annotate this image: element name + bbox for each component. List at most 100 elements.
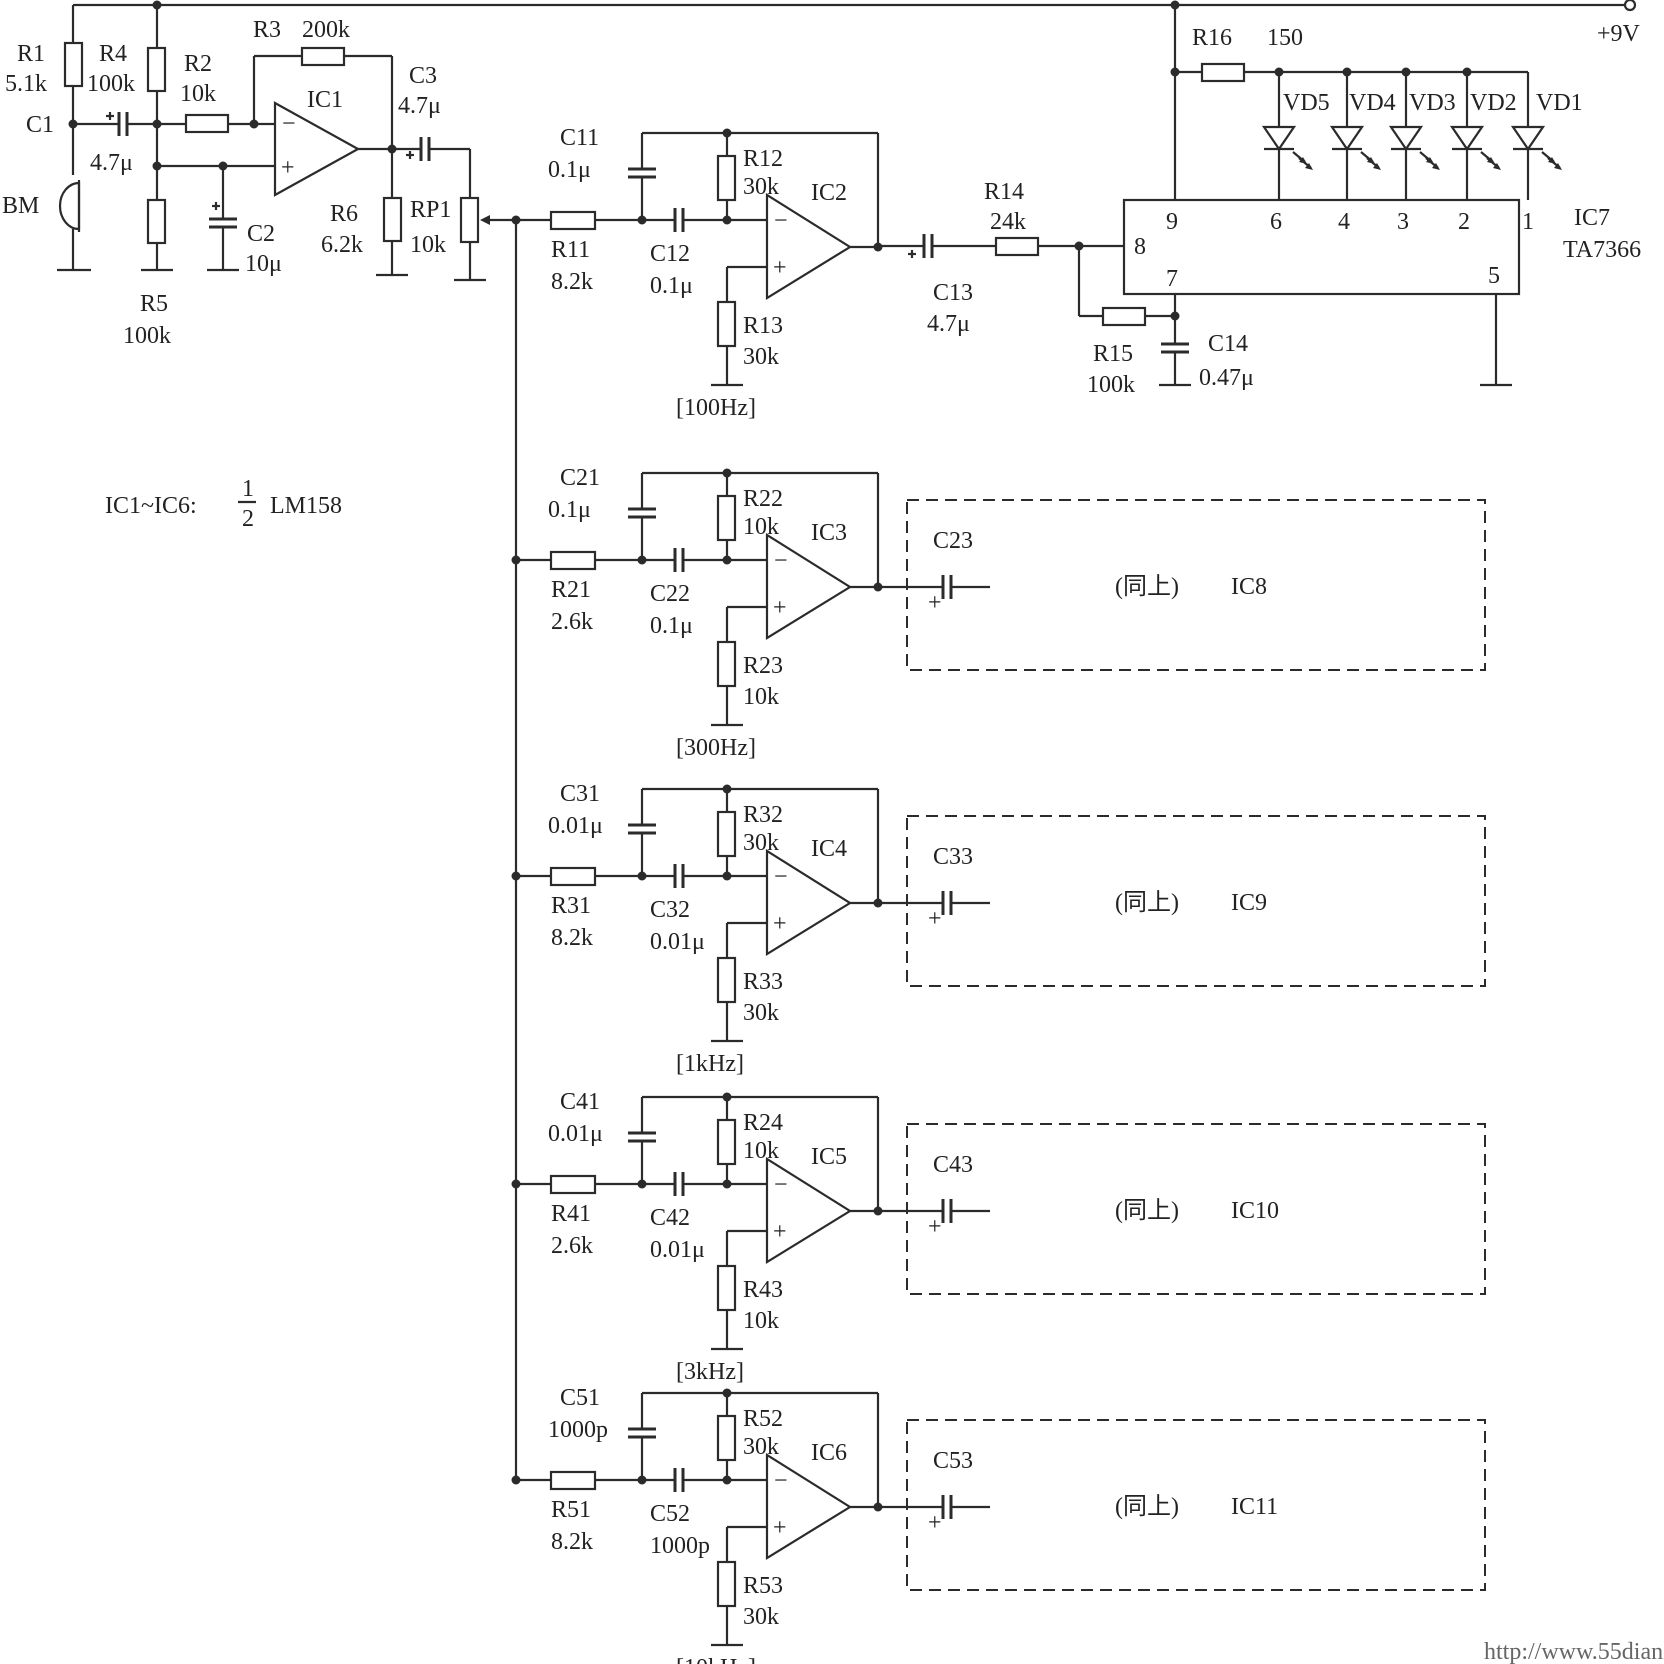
label-c3-value: 4.7μ [398,93,441,119]
label-r32: R32 [743,802,783,828]
resistor-r23 [716,640,737,688]
resistor-r31 [549,866,597,887]
repeat-note-ic10: (同上) [1115,1197,1179,1224]
led-array [1261,67,1562,200]
resistor-r12 [716,154,737,202]
resistor-r41 [549,1174,597,1195]
label-c42: C42 [650,1205,690,1231]
resistor-r33 [716,956,737,1004]
label-r21: R21 [551,577,591,603]
ic7-chip [1122,198,1521,296]
label-c53: C53 [933,1448,973,1474]
resistor-r4 [146,46,167,93]
note-fraction-denominator: 2 [242,506,254,532]
pin-4: 4 [1338,209,1350,235]
label-c42-value: 0.01μ [650,1237,705,1263]
label-r33-value: 30k [743,1000,779,1026]
label-r15: R15 [1093,341,1133,367]
label-r43-value: 10k [743,1308,779,1334]
resistor-r51 [549,1470,597,1491]
repeat-note-ic11: (同上) [1115,1493,1179,1520]
filter-stage-ic5: −++C43(同上)IC10C410.01μC420.01μR412.6kR24… [511,1089,1486,1385]
polarity-c33: + [928,906,942,932]
opamp-plus-ic2: + [773,255,787,281]
label-r1: R1 [17,41,45,67]
label-r6: R6 [330,201,358,227]
led-vd1 [1510,72,1562,200]
resistor-r43 [716,1264,737,1312]
repeat-block-ic10 [906,1123,1486,1295]
led-vd3 [1388,67,1440,200]
note-suffix: LM158 [270,493,342,519]
pin-2: 2 [1458,209,1470,235]
opamp-ic3 [765,533,853,640]
label-r41-value: 2.6k [551,1233,593,1259]
label-c31: C31 [560,781,600,807]
label-ic1: IC1 [307,87,343,113]
label-r53-value: 30k [743,1604,779,1630]
label-rp1-value: 10k [410,232,446,258]
label-r3: R3 [253,17,281,43]
resistor-r3 [300,46,346,67]
repeat-block-ic9 [906,815,1486,987]
label-c14: C14 [1208,331,1248,357]
repeat-note-ic8: (同上) [1115,573,1179,600]
label-c22: C22 [650,581,690,607]
label-r11-value: 8.2k [551,269,593,295]
label-r31-value: 8.2k [551,925,593,951]
input-stage: − + R1 5.1k R4 100k C1 4.7μ BM R2 10k R3… [2,5,521,349]
label-c43: C43 [933,1152,973,1178]
opamp-ic6 [765,1453,853,1560]
label-r52-value: 30k [743,1434,779,1460]
repeat-block-ic11 [906,1419,1486,1591]
resistor-r14 [994,236,1040,257]
resistor-r5 [146,198,167,245]
opamp-plus-ic3: + [773,595,787,621]
label-c13: C13 [933,280,973,306]
microphone-icon [58,180,81,232]
supply-label: +9V [1597,21,1641,47]
label-r12-value: 30k [743,174,779,200]
filter-stage-ic3: −++C23(同上)IC8C210.1μC220.1μR212.6kR2210k… [511,465,1486,761]
label-frequency-ic4: [1kHz] [676,1051,744,1077]
led-vd5 [1261,67,1313,200]
label-c31-value: 0.01μ [548,813,603,839]
label-r53: R53 [743,1573,783,1599]
label-r14: R14 [984,179,1024,205]
label-r43: R43 [743,1277,783,1303]
polarity-c53: + [928,1510,942,1536]
label-ic11: IC11 [1231,1494,1278,1520]
label-r32-value: 30k [743,830,779,856]
label-c33: C33 [933,844,973,870]
filter-stage-ic2: −+C110.1μC120.1μR118.2kR1230kR1330kIC2[1… [516,125,883,421]
pin-6: 6 [1270,209,1282,235]
label-c12: C12 [650,241,690,267]
opamp-minus-ic2: − [774,208,788,234]
label-r33: R33 [743,969,783,995]
resistor-r53 [716,1560,737,1608]
label-ic9: IC9 [1231,890,1267,916]
label-c52-value: 1000p [650,1533,710,1559]
svg-text:+: + [281,155,295,181]
label-ic7-type: TA7366 [1563,237,1641,263]
label-c32: C32 [650,897,690,923]
resistor-r16 [1200,62,1246,83]
label-r5: R5 [140,291,168,317]
filter-stage-ic4: −++C33(同上)IC9C310.01μC320.01μR318.2kR323… [511,781,1486,1077]
label-ic7: IC7 [1574,205,1610,231]
repeat-note-ic9: (同上) [1115,889,1179,916]
label-frequency-ic5: [3kHz] [676,1359,744,1385]
label-c21-value: 0.1μ [548,497,591,523]
label-r24: R24 [743,1110,783,1136]
label-r51: R51 [551,1497,591,1523]
label-c2-value: 10μ [245,251,282,277]
label-r16-value: 150 [1267,25,1303,51]
svg-text:−: − [282,111,296,137]
label-c52: C52 [650,1501,690,1527]
label-c21: C21 [560,465,600,491]
opamp-ic5 [765,1157,853,1264]
label-r14-value: 24k [990,209,1026,235]
label-r51-value: 8.2k [551,1529,593,1555]
label-r23: R23 [743,653,783,679]
